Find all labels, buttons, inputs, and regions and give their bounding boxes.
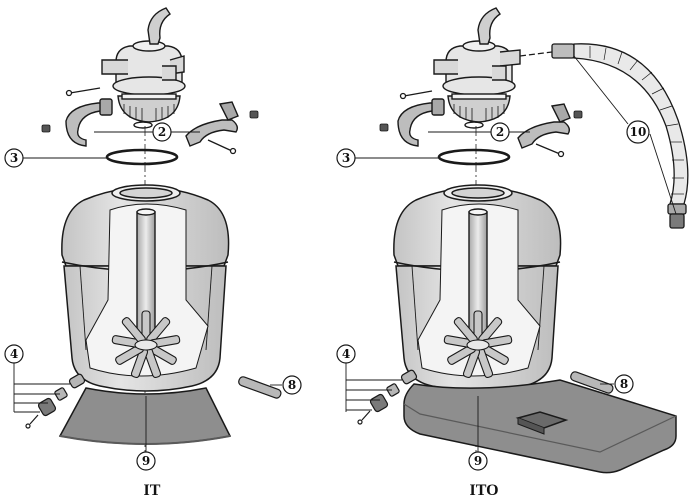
callout-3-ito: 3 xyxy=(336,148,356,168)
backwash-hose xyxy=(519,43,689,229)
clamp-nuts xyxy=(41,110,259,133)
tank-base xyxy=(58,387,232,445)
center-pipe xyxy=(468,208,488,341)
svg-text:4: 4 xyxy=(10,347,18,361)
svg-text:4: 4 xyxy=(342,347,350,361)
callout-4-it: 4 xyxy=(4,344,24,364)
clamp-bolts xyxy=(399,90,565,158)
callout-4-ito: 4 xyxy=(336,344,356,364)
assembly-label-ito: ITO xyxy=(469,482,498,499)
svg-text:9: 9 xyxy=(474,454,482,468)
clamp-half-left xyxy=(65,98,113,147)
callout-3-it: 3 xyxy=(4,148,24,168)
leader-lines-ito xyxy=(345,55,677,452)
assembly-label-it: IT xyxy=(144,482,161,499)
assembly-it: 2 3 4 8 9 IT xyxy=(4,7,302,499)
callout-9-ito: 9 xyxy=(468,451,488,471)
valve-o-ring xyxy=(133,121,153,129)
callout-10-ito: 10 xyxy=(626,120,650,144)
clamp-bolts xyxy=(65,87,237,155)
svg-text:8: 8 xyxy=(620,377,628,391)
multiport-valve xyxy=(101,7,186,123)
clamp-half-right xyxy=(517,103,571,149)
platform-base xyxy=(403,379,677,474)
clamp-half-right xyxy=(185,101,239,147)
laterals xyxy=(443,310,513,379)
callout-9-it: 9 xyxy=(136,451,156,471)
svg-text:3: 3 xyxy=(342,151,350,165)
clamp-half-left xyxy=(397,98,445,147)
svg-text:2: 2 xyxy=(158,125,166,139)
svg-text:2: 2 xyxy=(496,125,504,139)
svg-text:8: 8 xyxy=(288,378,296,392)
drain-assembly xyxy=(357,369,418,425)
callout-8-ito: 8 xyxy=(614,374,634,394)
clamp-nuts xyxy=(379,110,583,132)
svg-text:3: 3 xyxy=(10,151,18,165)
tank-o-ring xyxy=(437,148,511,166)
callout-8-it: 8 xyxy=(282,375,302,395)
svg-text:10: 10 xyxy=(630,125,647,139)
filter-tank xyxy=(393,184,562,392)
multiport-valve xyxy=(433,7,521,123)
valve-o-ring xyxy=(464,121,484,129)
callout-2-ito: 2 xyxy=(490,122,510,142)
leader-lines-it xyxy=(13,131,282,452)
assembly-ito: 2 3 4 8 9 10 ITO xyxy=(336,7,689,499)
laterals xyxy=(111,310,181,379)
tank-o-ring xyxy=(105,148,179,166)
svg-text:9: 9 xyxy=(142,454,150,468)
callout-2-it: 2 xyxy=(152,122,172,142)
spare-lateral xyxy=(238,376,282,399)
spare-lateral xyxy=(570,371,614,394)
